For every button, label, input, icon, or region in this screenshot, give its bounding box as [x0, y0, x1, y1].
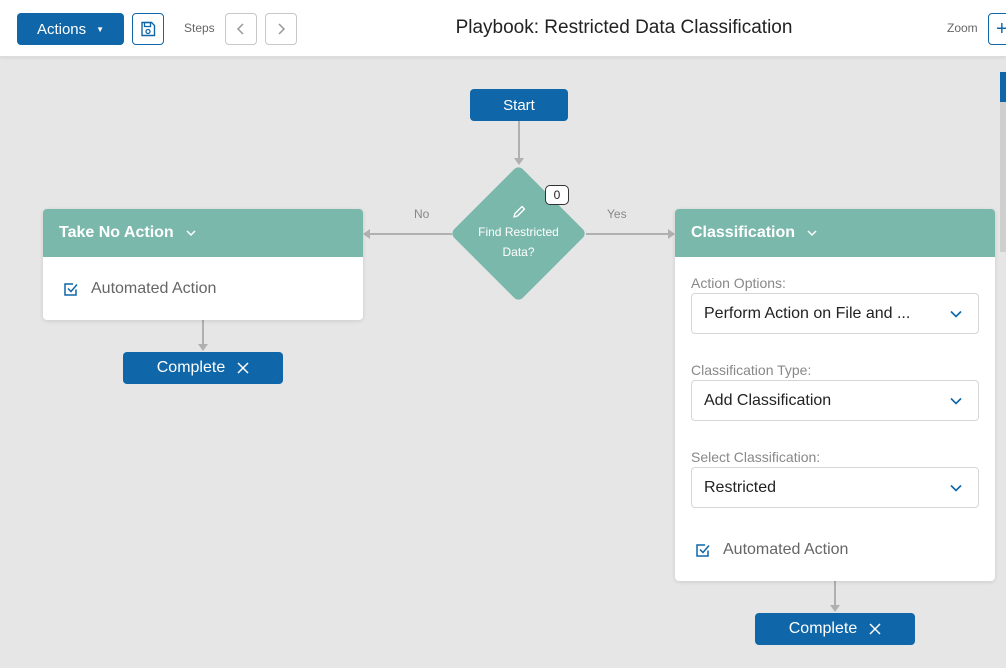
scrollbar-accent: [1000, 72, 1006, 102]
complete-button-right[interactable]: Complete: [755, 613, 915, 645]
actions-button-label: Actions: [36, 20, 87, 38]
chevron-right-icon: [278, 23, 286, 35]
save-icon: [141, 21, 156, 37]
complete-label: Complete: [788, 620, 858, 637]
connector-start-decision: [518, 121, 520, 159]
classification-type-label: Classification Type:: [691, 362, 812, 378]
chevron-down-icon: [950, 310, 962, 318]
decision-node-content[interactable]: Find Restricted Data?: [458, 204, 579, 274]
start-node[interactable]: Start: [470, 89, 568, 121]
complete-button-left[interactable]: Complete: [123, 352, 283, 384]
steps-label: Steps: [184, 21, 215, 35]
save-button[interactable]: [132, 13, 164, 45]
classification-card: Classification Action Options: Perform A…: [675, 209, 995, 581]
toolbar: Actions ▼ Steps Playbook: Restricted Dat…: [0, 0, 1006, 57]
take-no-action-title: Take No Action: [59, 224, 174, 241]
connector-right-complete: [834, 581, 836, 606]
decision-label-line1: Find Restricted: [478, 225, 559, 239]
connector-left-complete: [202, 320, 204, 345]
arrow-down: [198, 344, 208, 351]
take-no-action-header[interactable]: Take No Action: [43, 209, 363, 257]
chevron-down-icon: [186, 230, 196, 237]
chevron-down-icon: [950, 484, 962, 492]
classification-type-select[interactable]: Add Classification: [691, 380, 979, 421]
previous-step-button[interactable]: [225, 13, 257, 45]
decision-count-badge: 0: [545, 185, 569, 205]
vertical-scrollbar[interactable]: [1000, 102, 1006, 252]
chevron-left-icon: [236, 23, 244, 35]
arrow-down: [514, 158, 524, 165]
automated-action-label: Automated Action: [723, 541, 849, 558]
select-classification-select[interactable]: Restricted: [691, 467, 979, 508]
automated-action-row[interactable]: Automated Action: [63, 280, 216, 298]
decision-label-line2: Data?: [502, 245, 535, 259]
action-options-value: Perform Action on File and ...: [704, 304, 911, 322]
close-icon[interactable]: [237, 362, 249, 374]
action-options-label: Action Options:: [691, 275, 786, 291]
chevron-down-icon: [807, 230, 817, 237]
pencil-icon: [512, 205, 525, 218]
start-node-label: Start: [503, 96, 535, 114]
close-icon[interactable]: [869, 623, 881, 635]
branch-label-yes: Yes: [607, 207, 627, 221]
classification-header[interactable]: Classification: [675, 209, 995, 257]
automated-action-row[interactable]: Automated Action: [695, 541, 848, 559]
select-classification-label: Select Classification:: [691, 449, 821, 465]
action-options-select[interactable]: Perform Action on File and ...: [691, 293, 979, 334]
zoom-label: Zoom: [947, 21, 978, 35]
take-no-action-card: Take No Action Automated Action: [43, 209, 363, 320]
zoom-in-button[interactable]: +: [988, 13, 1006, 45]
actions-button[interactable]: Actions ▼: [17, 13, 124, 45]
page-title: Playbook: Restricted Data Classification: [455, 17, 793, 38]
arrow-left: [363, 229, 370, 239]
arrow-right: [668, 229, 675, 239]
connector-no: [370, 233, 452, 235]
branch-label-no: No: [414, 207, 430, 221]
connector-yes: [586, 233, 668, 235]
automated-action-label: Automated Action: [91, 280, 217, 297]
caret-down-icon: ▼: [96, 24, 105, 34]
chevron-down-icon: [950, 397, 962, 405]
checkbox-checked-icon[interactable]: [63, 281, 79, 297]
classification-title: Classification: [691, 224, 796, 241]
next-step-button[interactable]: [265, 13, 297, 45]
complete-label: Complete: [156, 359, 226, 376]
select-classification-value: Restricted: [704, 478, 777, 496]
checkbox-checked-icon[interactable]: [695, 542, 711, 558]
classification-type-value: Add Classification: [704, 391, 832, 409]
arrow-down: [830, 605, 840, 612]
plus-icon: +: [996, 17, 1006, 40]
